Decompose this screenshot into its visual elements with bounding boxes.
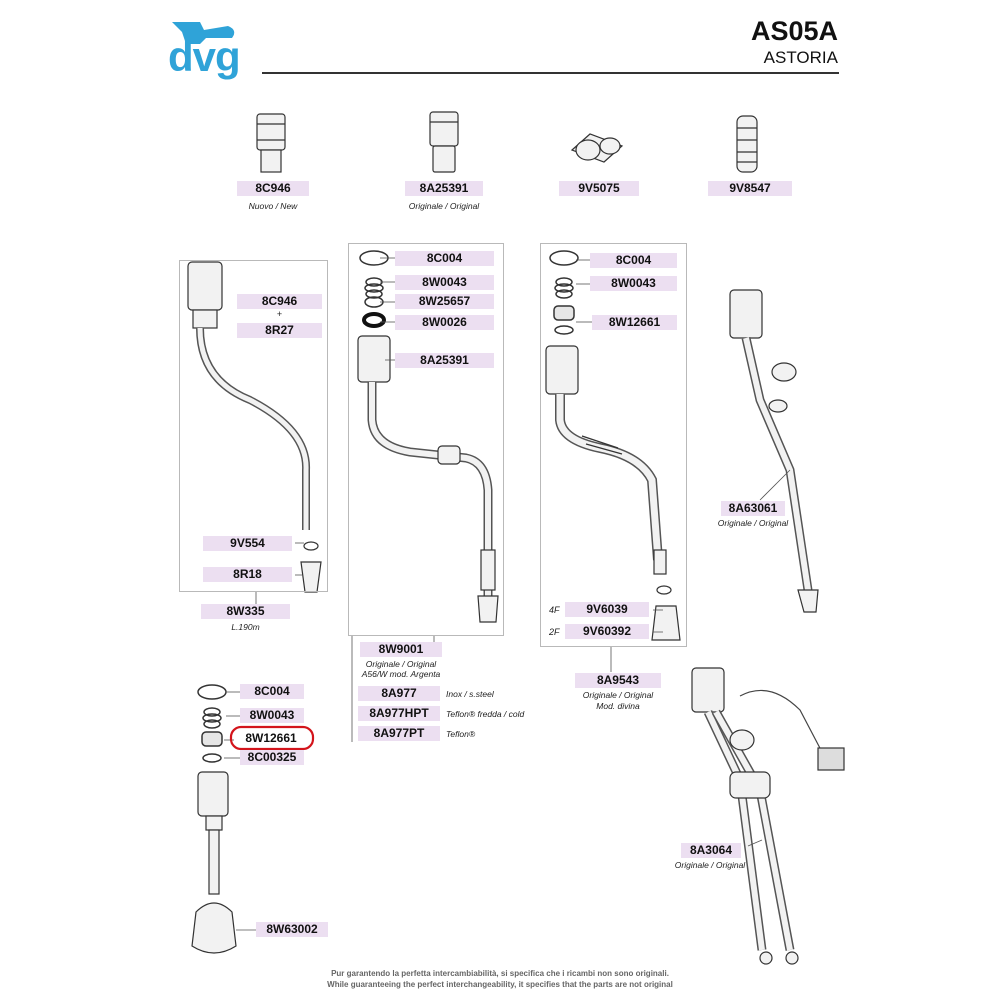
part-code[interactable]: 8W0043 (240, 708, 304, 723)
part-code[interactable]: 8W0026 (395, 315, 494, 330)
wand-bottom-icon (191, 771, 237, 954)
caption: A56/W mod. Argenta (361, 669, 441, 679)
caption: Originale / Original (365, 659, 437, 669)
wand-8w9001-icon (357, 335, 499, 623)
wand-8a3064-icon (691, 667, 845, 965)
part-code[interactable]: 8C946 (237, 181, 309, 196)
group-frame-left (179, 260, 328, 592)
part-code[interactable]: 9V6039 (565, 602, 649, 617)
brand-logo: dvg (168, 33, 241, 80)
part-code[interactable]: 8W63002 (256, 922, 328, 937)
caption: Originale / Original (582, 690, 654, 700)
part-code[interactable]: 8W0043 (395, 275, 494, 290)
part-caption: Nuovo / New (248, 201, 298, 211)
highlight-ring (229, 725, 315, 751)
tip-label: 2F (549, 627, 560, 637)
clip-9v5075-icon (570, 133, 624, 163)
part-code[interactable]: 8W0043 (590, 276, 677, 291)
part-code[interactable]: 8W12661 (592, 315, 677, 330)
header-rule (262, 72, 839, 74)
variant-code[interactable]: 8A977 (358, 686, 440, 701)
part-code[interactable]: 8R18 (203, 567, 292, 582)
part-code[interactable]: 9V5075 (559, 181, 639, 196)
fitting-8c946-icon (256, 113, 286, 173)
assembly-code[interactable]: 8A9543 (575, 673, 661, 688)
maker-name: ASTORIA (763, 48, 838, 67)
variant-caption: Teflon® (446, 729, 476, 739)
model-code: AS05A (750, 16, 838, 46)
group-frame-right (540, 243, 687, 647)
group-frame-middle (348, 243, 504, 636)
part-code[interactable]: 9V554 (203, 536, 292, 551)
part-code[interactable]: 8W25657 (395, 294, 494, 309)
assembly-code[interactable]: 8W335 (201, 604, 290, 619)
part-code[interactable]: 8C004 (395, 251, 494, 266)
leader-lines (224, 257, 791, 931)
highlighted-part-code[interactable]: 8W12661 (245, 731, 297, 745)
caption: Mod. divina (596, 701, 640, 711)
caption: Originale / Original (717, 518, 789, 528)
seals-bottom-icon (197, 684, 227, 763)
part-code[interactable]: 8R27 (237, 323, 322, 338)
dvg-logo-faucet-icon (172, 22, 235, 44)
variant-caption: Teflon® fredda / cold (446, 709, 525, 719)
plus-sign: + (276, 309, 283, 319)
disclaimer-it: Pur garantendo la perfetta intercambiabi… (331, 969, 669, 978)
assembly-code[interactable]: 8W9001 (360, 642, 442, 657)
disclaimer-en: While guaranteeing the perfect interchan… (327, 980, 673, 989)
part-code[interactable]: 8A3064 (681, 843, 741, 858)
tip-label: 4F (549, 605, 560, 615)
part-code[interactable]: 9V8547 (708, 181, 792, 196)
part-caption: Originale / Original (408, 201, 480, 211)
part-code[interactable]: 8C004 (240, 684, 304, 699)
variant-code[interactable]: 8A977PT (358, 726, 440, 741)
seals-right-icon (549, 250, 579, 335)
caption: Originale / Original (674, 860, 746, 870)
part-code[interactable]: 8A25391 (405, 181, 483, 196)
variant-code[interactable]: 8A977HPT (358, 706, 440, 721)
length-caption: L.190m (231, 622, 260, 632)
wand-8w335-icon (187, 261, 322, 593)
part-code[interactable]: 8C004 (590, 253, 677, 268)
fitting-8a25391-icon (429, 111, 459, 173)
wand-8a9543-icon (545, 345, 681, 641)
part-code[interactable]: 8A25391 (395, 353, 494, 368)
wand-8a63061-icon (729, 289, 819, 613)
variant-caption: Inox / s.steel (446, 689, 494, 699)
spring-9v8547-icon (736, 115, 758, 173)
part-code[interactable]: 8C00325 (240, 750, 304, 765)
part-code[interactable]: 8A63061 (721, 501, 785, 516)
part-code[interactable]: 9V60392 (565, 624, 649, 639)
part-code[interactable]: 8C946 (237, 294, 322, 309)
